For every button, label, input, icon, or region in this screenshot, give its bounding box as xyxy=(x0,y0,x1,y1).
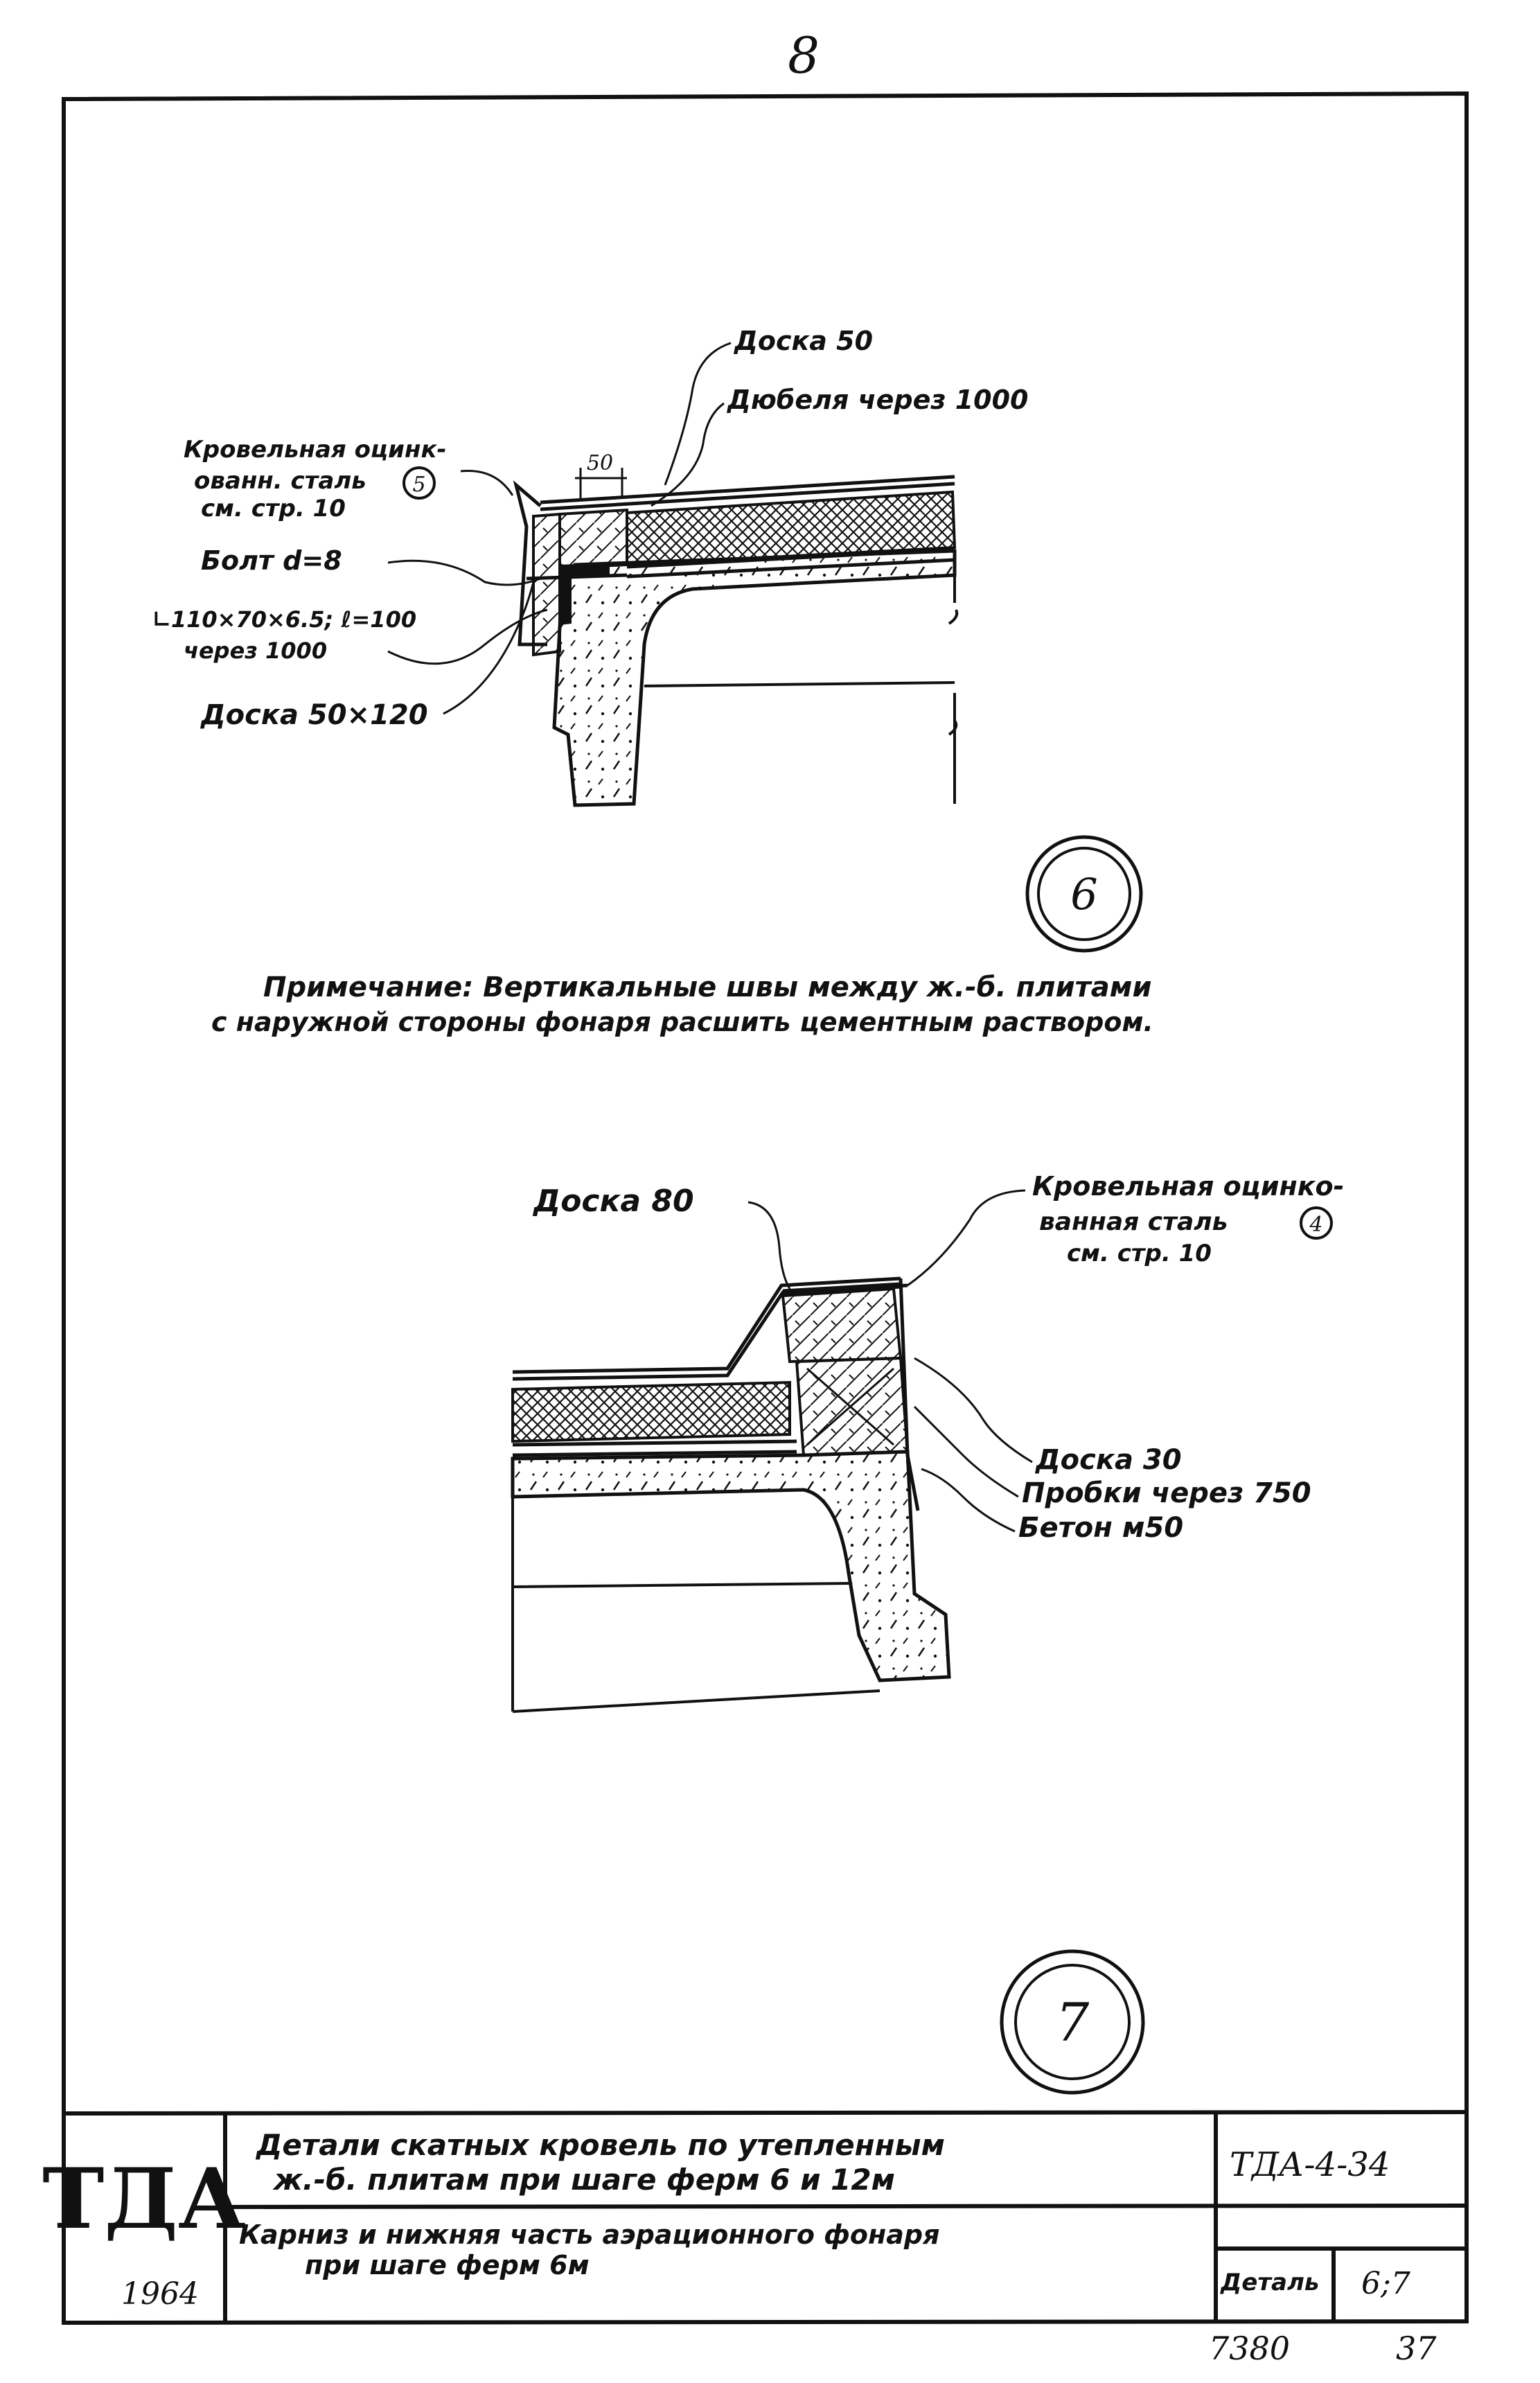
title-block xyxy=(63,2110,1467,2323)
top-board xyxy=(558,508,628,570)
drip-edge-7 xyxy=(899,1278,920,1511)
page-number: 8 xyxy=(788,26,820,85)
subtitle-line-1: Карниз и нижняя часть аэрационного фонар… xyxy=(239,2219,940,2250)
detail-value: 6;7 xyxy=(1361,2266,1410,2301)
callout-6: 6 xyxy=(1025,835,1143,953)
label7-roof-steel-3: см. стр. 10 xyxy=(1067,1240,1212,1267)
label-plugs: Пробки через 750 xyxy=(1022,1477,1311,1509)
label-concrete: Бетон м50 xyxy=(1018,1512,1183,1544)
board-80 xyxy=(782,1282,901,1296)
block-cross xyxy=(806,1367,894,1446)
label-roof-steel-3: см. стр. 10 xyxy=(201,495,346,522)
label-dowels: Дюбеля через 1000 xyxy=(727,385,1028,415)
ref-circle-4 xyxy=(1300,1206,1333,1240)
roofing-layers xyxy=(540,475,955,579)
subtitle-line-2: при шаге ферм 6м xyxy=(305,2250,590,2280)
ref-4: 4 xyxy=(1309,1213,1322,1237)
timber-block xyxy=(781,1287,903,1364)
leader-lines-6 xyxy=(387,342,732,715)
side-board xyxy=(532,512,561,657)
year: 1964 xyxy=(121,2276,199,2312)
title-line-1: Детали скатных кровель по утепленным xyxy=(255,2128,945,2162)
detail-7-drawing xyxy=(511,1276,951,1713)
title-line-2: ж.-б. плитам при шаге ферм 6 и 12м xyxy=(272,2163,895,2197)
detail-7-labels: Доска 80 Кровельная оцинко- ванная сталь… xyxy=(532,1171,1344,1544)
label7-roof-steel-1: Кровельная оцинко- xyxy=(1032,1171,1344,1202)
insulation-layer-7 xyxy=(511,1380,791,1443)
rc-slab xyxy=(552,549,957,807)
slab-lines-7 xyxy=(511,1497,880,1713)
callout-6-number: 6 xyxy=(1070,869,1097,920)
label-angle-2: через 1000 xyxy=(184,637,327,664)
label-angle-1: ∟110×70×6.5; ℓ=100 xyxy=(152,606,416,633)
label-roof-steel-2: ованн. сталь xyxy=(194,467,366,495)
bolt xyxy=(526,573,628,581)
doc-code: ТДА-4-34 xyxy=(1230,2145,1390,2184)
detail-6-drawing: 50 xyxy=(513,451,959,807)
drip-edge xyxy=(513,480,547,647)
footer-right-number: 37 xyxy=(1396,2330,1437,2367)
note-line-1: Примечание: Вертикальные швы между ж.-б.… xyxy=(263,971,1152,1003)
roofing-layers-7 xyxy=(512,1276,908,1457)
label-board-50: Доска 50 xyxy=(734,326,873,356)
detail-6-labels: Доска 50 Дюбеля через 1000 Кровельная оц… xyxy=(152,326,1028,731)
org-stamp: ТДА xyxy=(42,2150,246,2248)
callout-7: 7 xyxy=(1000,1949,1145,2095)
dimension-50: 50 xyxy=(587,451,613,475)
ref-circle-5 xyxy=(402,466,436,500)
label-bolt: Болт d=8 xyxy=(201,545,342,576)
leader-lines-7 xyxy=(747,1189,1033,1533)
ref-5: 5 xyxy=(412,473,425,497)
callout-7-number: 7 xyxy=(1056,1991,1090,2053)
note-line-2: с наружной стороны фонаря расшить цемент… xyxy=(211,1007,1153,1037)
label7-roof-steel-2: ванная сталь xyxy=(1039,1208,1228,1236)
label-roof-steel-1: Кровельная оцинк- xyxy=(184,436,447,464)
rc-slab-7 xyxy=(511,1450,951,1682)
slab-rib-lines xyxy=(644,575,959,804)
sheet-frame xyxy=(62,91,1469,2325)
dimension-line xyxy=(575,468,627,499)
label-board-80: Доска 80 xyxy=(532,1184,694,1219)
footer-left-number: 7380 xyxy=(1209,2330,1290,2367)
label-board-50x120: Доска 50×120 xyxy=(200,699,428,731)
detail-label: Деталь xyxy=(1220,2269,1319,2296)
label-board-30: Доска 30 xyxy=(1034,1444,1182,1476)
